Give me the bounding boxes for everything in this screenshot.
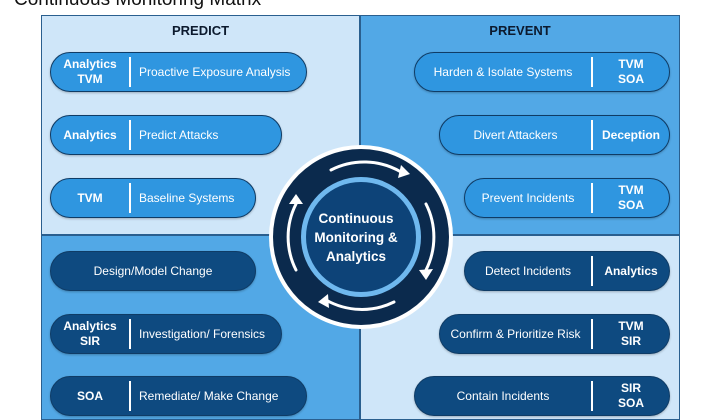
slide-title: Continuous Monitoring Matrix	[14, 0, 261, 11]
pill-label: Divert Attackers	[473, 128, 558, 142]
pill-tag: SOA	[51, 389, 129, 404]
arrow-bottom	[324, 298, 396, 311]
center-label-line: Continuous	[318, 211, 394, 226]
pill-label: Prevent Incidents	[481, 191, 575, 205]
center-label: Continuous Monitoring & Analytics	[296, 209, 416, 266]
center-label-line: Analytics	[325, 249, 387, 264]
pill-harden-isolate-systems: Harden & Isolate Systems TVM SOA	[414, 52, 670, 92]
center-label-line: Monitoring &	[314, 230, 398, 245]
tag-line: SOA	[617, 198, 644, 212]
pill-remediate-make-change: SOA Remediate/ Make Change	[50, 376, 307, 416]
pill-divider	[591, 120, 593, 150]
pill-divider	[591, 256, 593, 286]
arrow-left	[286, 202, 298, 272]
tag-line: TVM	[618, 183, 644, 197]
tag-line: TVM	[77, 72, 103, 86]
pill-divider	[129, 381, 131, 411]
arrowhead-bottom	[318, 294, 329, 308]
tag-line: Analytics	[63, 127, 117, 142]
pill-tag: Analytics	[51, 128, 129, 143]
cycle-arrows	[286, 160, 436, 311]
inner-disc	[306, 182, 416, 292]
pill-tag: TVM SIR	[593, 319, 669, 349]
tag-line: TVM	[618, 319, 644, 333]
pill-divert-attackers: Divert Attackers Deception	[439, 115, 670, 155]
tag-line: Analytics	[63, 57, 117, 71]
tag-line: SIR	[620, 381, 641, 395]
pill-tag: Analytics SIR	[51, 319, 129, 349]
arrowheads	[289, 165, 433, 308]
pill-label: Confirm & Prioritize Risk	[450, 327, 581, 341]
arrow-right	[424, 202, 436, 272]
pill-tag: TVM	[51, 191, 129, 206]
pill-divider	[129, 120, 131, 150]
pill-label: Baseline Systems	[139, 191, 235, 205]
tag-line: SIR	[79, 334, 100, 348]
tag-line: TVM	[618, 57, 644, 71]
pill-divider	[129, 183, 131, 213]
center-cycle-graphic	[269, 145, 453, 329]
tag-line: SIR	[620, 334, 641, 348]
pill-label: Harden & Isolate Systems	[433, 65, 573, 79]
pill-divider	[591, 381, 593, 411]
pill-divider	[129, 319, 131, 349]
pill-divider	[129, 57, 131, 87]
tag-line: SOA	[617, 396, 644, 410]
arrow-top	[329, 160, 403, 174]
pill-divider	[591, 319, 593, 349]
pill-tag: Deception	[593, 128, 669, 143]
pill-contain-incidents: Contain Incidents SIR SOA	[414, 376, 670, 416]
arrowhead-right	[419, 269, 433, 280]
pill-detect-incidents: Detect Incidents Analytics	[464, 251, 670, 291]
pill-tag: TVM SOA	[593, 57, 669, 87]
pill-baseline-systems: TVM Baseline Systems	[50, 178, 256, 218]
arrowhead-top	[398, 165, 410, 178]
arrowhead-left	[289, 194, 303, 204]
pill-tag: SIR SOA	[593, 381, 669, 411]
pill-divider	[591, 183, 593, 213]
tag-line: SOA	[76, 388, 103, 403]
tag-line: Analytics	[604, 263, 658, 278]
prevent-header: PREVENT	[489, 23, 551, 38]
tag-line: SOA	[617, 72, 644, 86]
pill-label: Contain Incidents	[456, 389, 550, 403]
pill-confirm-prioritize-risk: Confirm & Prioritize Risk TVM SIR	[439, 314, 670, 354]
tag-line: TVM	[77, 190, 103, 205]
pill-prevent-incidents: Prevent Incidents TVM SOA	[464, 178, 670, 218]
pill-label: Predict Attacks	[139, 128, 219, 142]
pill-design-model-change: Design/Model Change	[50, 251, 256, 291]
tag-line: Deception	[601, 127, 660, 142]
pill-label: Proactive Exposure Analysis	[139, 65, 291, 79]
pill-label: Detect Incidents	[484, 264, 572, 278]
predict-header: PREDICT	[171, 23, 230, 38]
pill-divider	[591, 57, 593, 87]
pill-predict-attacks: Analytics Predict Attacks	[50, 115, 282, 155]
pill-tag: Analytics	[593, 264, 669, 279]
pill-tag: TVM SOA	[593, 183, 669, 213]
pill-label: Remediate/ Make Change	[139, 389, 279, 403]
pill-tag: Analytics TVM	[51, 57, 129, 87]
pill-investigation-forensics: Analytics SIR Investigation/ Forensics	[50, 314, 282, 354]
pill-label: Investigation/ Forensics	[139, 327, 266, 341]
tag-line: Analytics	[63, 319, 117, 333]
pill-label: Design/Model Change	[93, 264, 213, 278]
pill-proactive-exposure-analysis: Analytics TVM Proactive Exposure Analysi…	[50, 52, 307, 92]
